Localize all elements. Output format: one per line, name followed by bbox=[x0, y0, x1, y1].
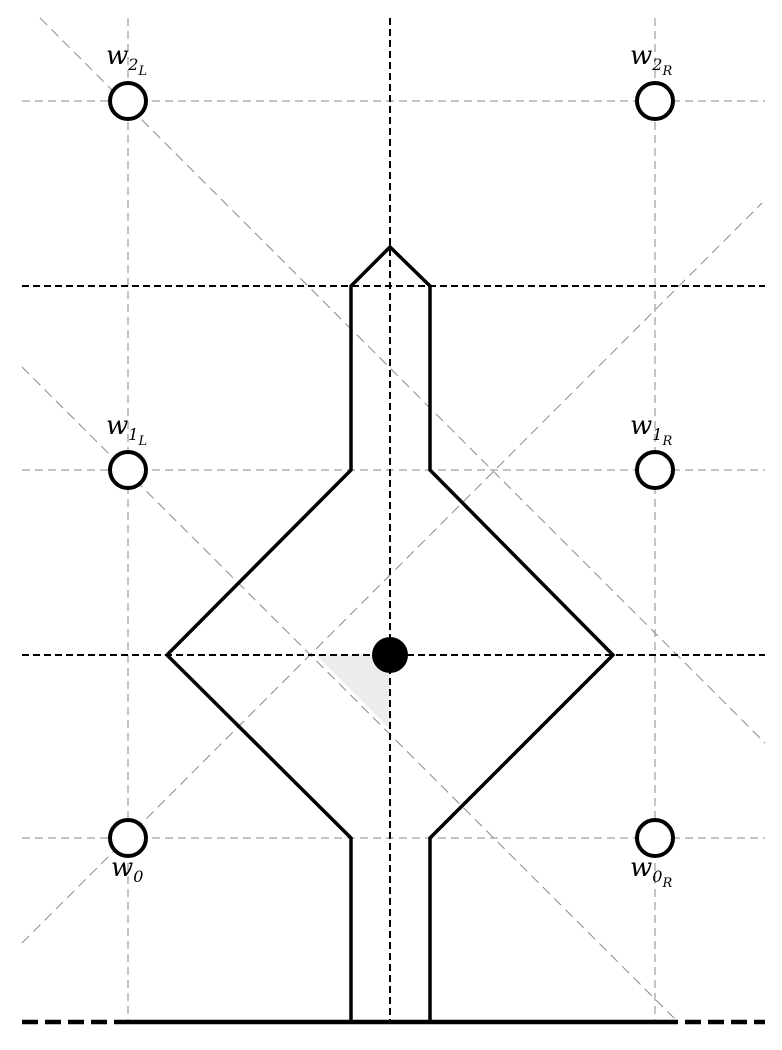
node-w1R bbox=[635, 450, 675, 490]
label-w0: w0 bbox=[111, 853, 143, 886]
label-w1R: w1R bbox=[630, 411, 672, 449]
center-node bbox=[372, 637, 408, 673]
label-w1L: w1L bbox=[106, 411, 147, 449]
node-w2L bbox=[108, 81, 148, 121]
diagonal-line-3 bbox=[21, 202, 763, 944]
node-w0 bbox=[108, 818, 148, 858]
outline-shape bbox=[164, 244, 616, 1022]
shaded-triangle bbox=[316, 655, 390, 729]
label-w0R: w0R bbox=[630, 853, 672, 891]
diagonal-line-1 bbox=[39, 17, 766, 744]
node-w2R bbox=[635, 81, 675, 121]
open-nodes bbox=[108, 81, 675, 858]
node-w0R bbox=[635, 818, 675, 858]
diagonal-line-2 bbox=[21, 366, 679, 1023]
axes bbox=[22, 18, 765, 1022]
diagonal-lines bbox=[21, 17, 766, 1023]
label-w2L: w2L bbox=[106, 41, 147, 79]
label-w2R: w2R bbox=[630, 41, 672, 79]
node-w1L bbox=[108, 450, 148, 490]
